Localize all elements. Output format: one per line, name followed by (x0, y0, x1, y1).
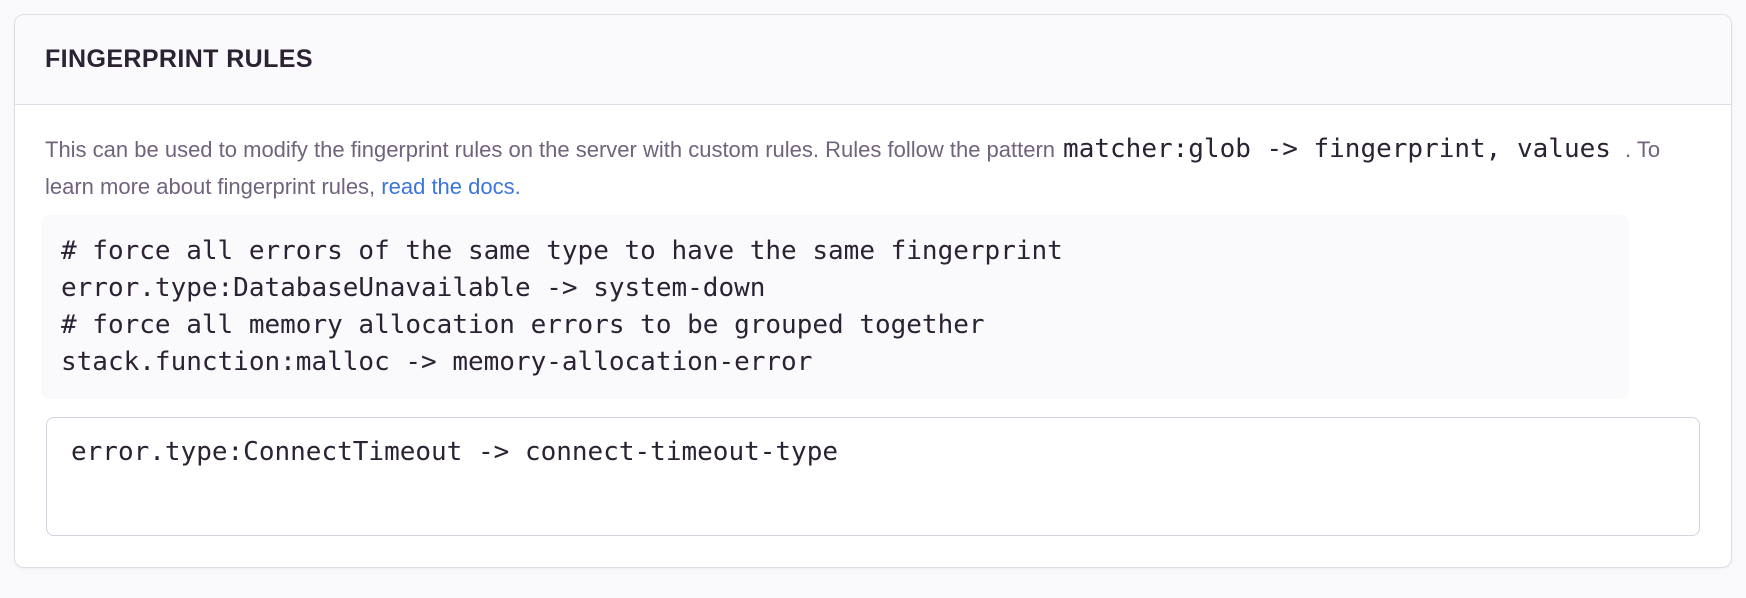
example-code-block: # force all errors of the same type to h… (41, 215, 1629, 399)
field-description: This can be used to modify the fingerpri… (45, 131, 1701, 205)
settings-page: FINGERPRINT RULES This can be used to mo… (0, 14, 1746, 568)
panel-header: FINGERPRINT RULES (15, 15, 1731, 105)
panel-title: FINGERPRINT RULES (45, 45, 313, 73)
fingerprint-rules-textarea[interactable]: error.type:ConnectTimeout -> connect-tim… (46, 417, 1700, 536)
description-text-after: . To learn more about fingerprint rules, (45, 137, 1661, 199)
inline-code-pattern: matcher:glob -> fingerprint, values (1063, 134, 1611, 164)
fingerprint-rules-panel: FINGERPRINT RULES This can be used to mo… (14, 14, 1732, 568)
description-text-before: This can be used to modify the fingerpri… (45, 137, 1056, 162)
read-the-docs-link[interactable]: read the docs. (381, 174, 521, 199)
panel-body: This can be used to modify the fingerpri… (15, 105, 1731, 566)
